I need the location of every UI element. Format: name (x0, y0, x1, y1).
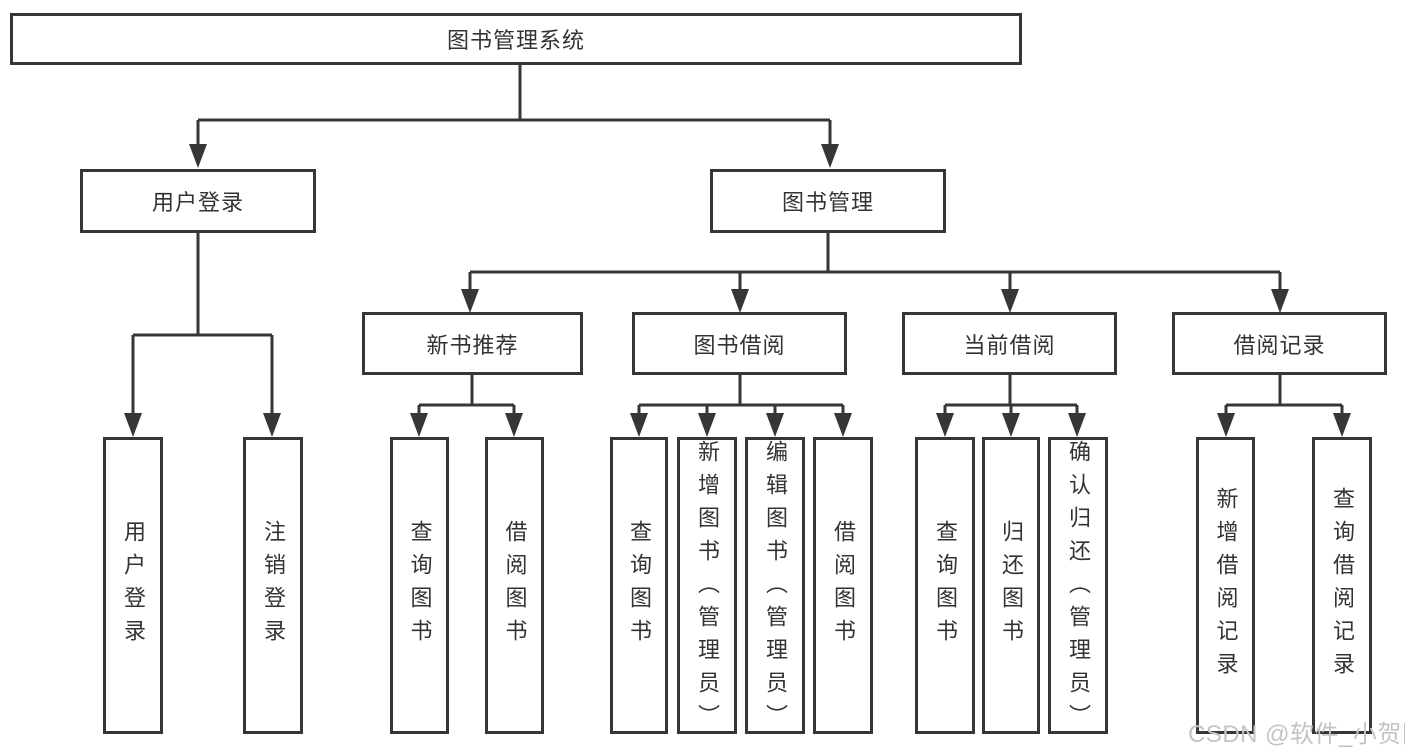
node-book-management: 图书管理 (710, 169, 946, 233)
connector-root (196, 64, 832, 148)
node-current-borrow: 当前借阅 (902, 312, 1117, 375)
leaf-query-books-2: 查询图书 (610, 437, 668, 734)
node-label: 编辑图书（管理员） (763, 440, 788, 737)
leaf-logout: 注销登录 (243, 437, 303, 734)
node-label: 当前借阅 (963, 332, 1056, 358)
node-label: 用户登录 (121, 519, 146, 652)
node-label: 借阅记录 (1233, 332, 1326, 358)
node-label: 新增借阅记录 (1213, 486, 1239, 685)
node-root: 图书管理系统 (10, 13, 1022, 65)
watermark: CSDN @软件_小贺同学 (1188, 721, 1405, 747)
node-label: 查询图书 (407, 519, 433, 652)
node-label: 新书推荐 (426, 332, 519, 358)
node-book-borrow: 图书借阅 (632, 312, 847, 375)
leaf-edit-book-admin: 编辑图书（管理员） (745, 437, 805, 737)
leaf-confirm-return-admin: 确认归还（管理员） (1048, 437, 1108, 737)
leaf-query-books-3: 查询图书 (915, 437, 975, 734)
node-label: 确认归还（管理员） (1066, 440, 1091, 737)
node-label: 图书管理 (781, 190, 874, 215)
connector-book-borrow (637, 375, 845, 419)
node-label: 新增图书（管理员） (695, 440, 720, 737)
leaf-query-borrow-record: 查询借阅记录 (1312, 437, 1372, 734)
node-label: 图书借阅 (693, 332, 786, 358)
node-label: 借阅图书 (502, 519, 528, 652)
connector-book-management (468, 232, 1282, 293)
leaf-add-book-admin: 新增图书（管理员） (677, 437, 737, 737)
node-label: 查询图书 (627, 519, 652, 652)
connector-current-borrow (943, 375, 1079, 419)
connector-user-login (131, 232, 274, 417)
arrowheads (124, 144, 1351, 437)
leaf-borrow-books-2: 借阅图书 (813, 437, 873, 734)
leaf-return-book: 归还图书 (982, 437, 1040, 734)
node-label: 图书管理系统 (446, 28, 585, 53)
leaf-query-books-1: 查询图书 (390, 437, 449, 734)
leaf-add-borrow-record: 新增借阅记录 (1196, 437, 1255, 734)
node-label: 归还图书 (999, 519, 1024, 652)
connector-borrow-records (1224, 375, 1344, 419)
node-label: 注销登录 (261, 519, 286, 652)
leaf-borrow-books-1: 借阅图书 (485, 437, 544, 734)
node-label: 借阅图书 (831, 519, 856, 652)
leaf-user-login: 用户登录 (103, 437, 163, 734)
node-user-login: 用户登录 (80, 169, 316, 233)
connector-new-book-recommend (417, 375, 516, 419)
node-borrow-records: 借阅记录 (1172, 312, 1387, 375)
node-new-book-recommend: 新书推荐 (362, 312, 583, 375)
node-label: 查询图书 (933, 519, 958, 652)
node-label: 用户登录 (151, 190, 244, 215)
node-label: 查询借阅记录 (1330, 486, 1355, 685)
